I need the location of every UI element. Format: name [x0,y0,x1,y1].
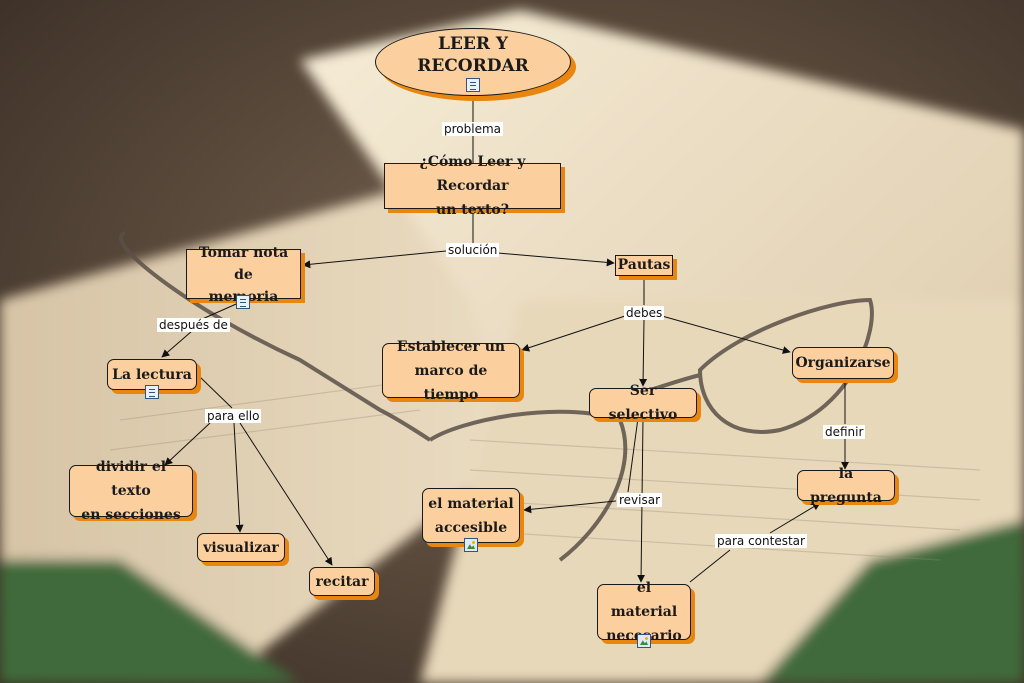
node-line-1: el material [610,580,678,620]
node-material-necesario[interactable]: el material necesario [597,580,691,644]
node-title: La lectura [112,366,192,383]
node-tomar-nota[interactable]: Tomar nota de memoria [186,245,301,305]
link-label-despues-de: después de [157,318,230,332]
link-paraello-visualizar [233,422,244,533]
link-label-definir: definir [823,425,866,439]
node-title: Organizarse [795,355,891,371]
link-debes-selectivo [639,319,648,387]
node-visualizar[interactable]: visualizar [197,533,285,562]
node-line-1: ¿Cómo Leer y Recordar [419,154,526,194]
link-debes-organizarse [661,315,791,354]
node-title: recitar [315,573,369,590]
node-title: Ser selectivo [608,383,678,423]
node-organizarse[interactable]: Organizarse [792,347,894,379]
node-line-2: accesible [434,519,508,536]
node-line-1: Establecer un [396,338,506,355]
node-title: la pregunta [810,465,882,506]
document-icon[interactable] [466,77,480,92]
node-dividir-texto[interactable]: dividir el texto en secciones [69,459,193,523]
link-paraello-dividir [164,422,211,466]
node-title: visualizar [203,539,279,556]
node-material-accesible[interactable]: el material accesible [422,488,520,543]
node-title: Pautas [617,257,671,273]
link-necesario-contestar [689,549,731,583]
node-title: LEER Y RECORDAR [417,33,529,76]
node-line-2: en secciones [81,507,181,523]
node-line-1: el material [428,495,514,512]
link-hub-pautas [497,252,615,267]
node-recitar[interactable]: recitar [309,567,375,596]
node-la-pregunta[interactable]: la pregunta [797,466,895,506]
link-debes-establecer [521,315,626,352]
document-icon[interactable] [236,295,250,309]
node-line-2: marco de tiempo [414,362,488,403]
image-icon[interactable] [637,634,651,648]
link-tomar-despues [199,300,244,321]
document-icon[interactable] [145,385,159,399]
node-line-1: Tomar nota de [198,245,289,283]
link-lectura-paraello [199,376,233,409]
link-contestar-pregunta [769,502,821,534]
link-label-solucion: solución [446,243,500,257]
link-label-problema: problema [442,122,504,136]
node-como-leer[interactable]: ¿Cómo Leer y Recordar un texto? [384,154,561,218]
node-establecer-marco[interactable]: Establecer un marco de tiempo [382,339,520,403]
link-label-revisar: revisar [617,493,663,507]
node-la-lectura[interactable]: La lectura [107,359,197,390]
link-label-para-contestar: para contestar [715,534,807,548]
node-pautas[interactable]: Pautas [615,255,673,276]
node-leer-y-recordar[interactable]: LEER Y RECORDAR [375,28,571,96]
link-selectivo-revisar [627,417,639,493]
image-icon[interactable] [464,538,478,552]
link-label-debes: debes [624,306,665,320]
link-paraello-recitar [239,422,333,566]
link-label-para-ello: para ello [205,409,262,423]
link-despues-lectura [161,330,193,358]
node-ser-selectivo[interactable]: Ser selectivo [589,383,697,423]
node-line-2: un texto? [436,202,509,218]
link-hub-tomar [302,250,447,269]
node-line-1: dividir el texto [95,459,167,499]
link-revisar-accesible [523,500,617,514]
